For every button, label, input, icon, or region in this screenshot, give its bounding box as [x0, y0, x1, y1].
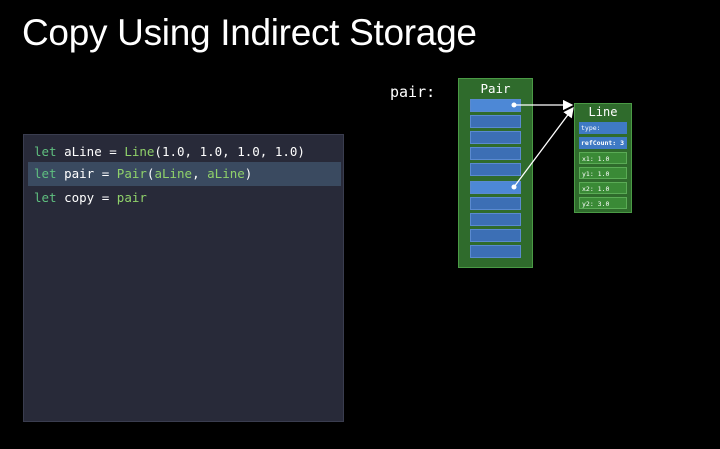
reference-arrow	[513, 106, 574, 188]
pair-slot	[470, 181, 521, 194]
code-line-1: let aLine = Line(1.0, 1.0, 1.0, 1.0)	[24, 140, 343, 164]
line-field-type: type:	[579, 122, 627, 134]
line-box-title: Line	[588, 105, 618, 119]
line-field-refcount: refCount: 3	[579, 137, 627, 149]
code-sep: ,	[192, 166, 208, 181]
pair-slot	[470, 229, 521, 242]
code-line-2-highlighted: let pair = Pair(aLine, aLine)	[28, 162, 341, 186]
pair-slot	[470, 131, 521, 144]
code-var: aLine	[207, 166, 245, 181]
keyword: let	[34, 144, 57, 159]
pair-slot	[470, 147, 521, 160]
code-editor: let aLine = Line(1.0, 1.0, 1.0, 1.0) let…	[23, 134, 344, 422]
type-name: Line	[124, 144, 155, 159]
line-field-x1: x1: 1.0	[579, 152, 627, 164]
pair-slot	[470, 163, 521, 176]
pair-slot	[470, 245, 521, 258]
code-line-3: let copy = pair	[24, 186, 343, 210]
line-field-y1: y1: 1.0	[579, 167, 627, 179]
pair-struct-box: Pair	[458, 78, 533, 268]
code-text: pair =	[56, 166, 117, 181]
keyword: let	[34, 166, 57, 181]
line-field-y2: y2: 3.0	[579, 197, 627, 209]
code-paren: (	[146, 166, 155, 181]
code-paren: )	[244, 166, 253, 181]
pair-box-title: Pair	[480, 81, 511, 96]
code-var: pair	[116, 190, 147, 205]
code-text: aLine =	[56, 144, 125, 159]
keyword: let	[34, 190, 57, 205]
pair-slot	[470, 197, 521, 210]
code-var: aLine	[154, 166, 193, 181]
pair-variable-label: pair:	[390, 83, 436, 101]
type-name: Pair	[116, 166, 147, 181]
line-field-x2: x2: 1.0	[579, 182, 627, 194]
slide-title: Copy Using Indirect Storage	[22, 12, 477, 53]
line-object-box: Line type: refCount: 3 x1: 1.0 y1: 1.0 x…	[574, 103, 632, 213]
pair-slot	[470, 213, 521, 226]
code-args: (1.0, 1.0, 1.0, 1.0)	[154, 144, 305, 159]
pair-slot	[470, 115, 521, 128]
code-text: copy =	[56, 190, 117, 205]
